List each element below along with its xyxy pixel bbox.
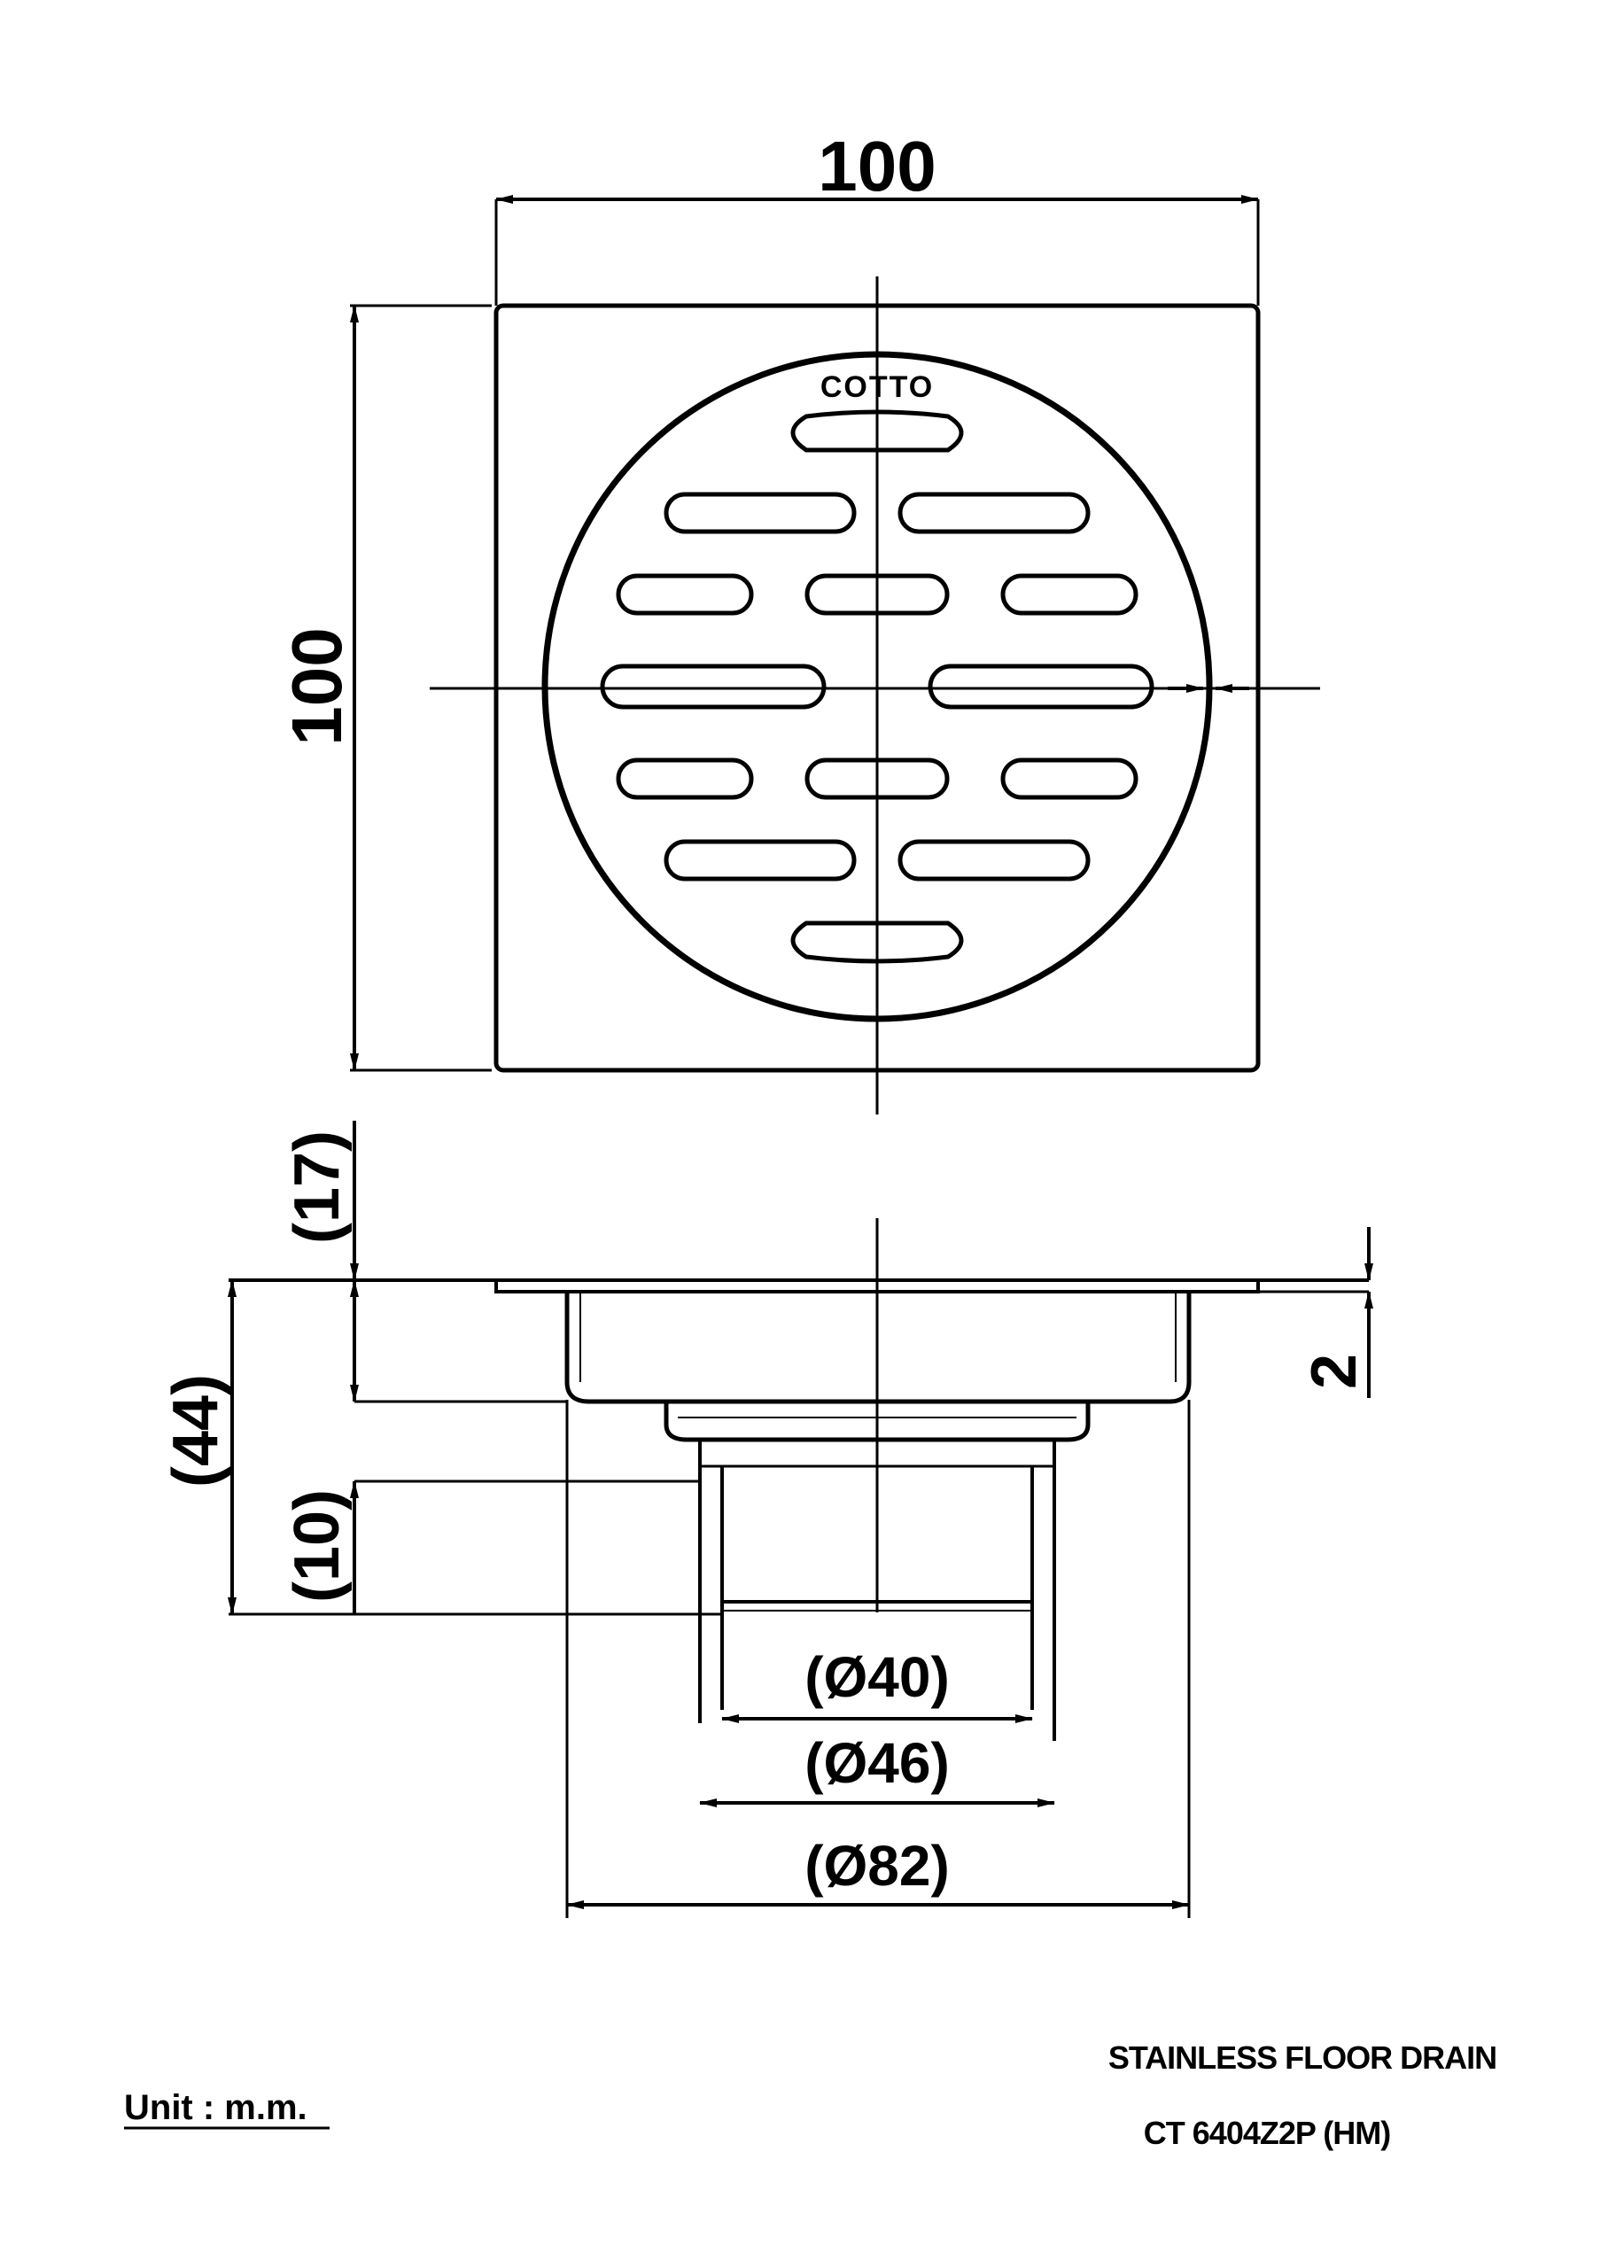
section-view: (17) (10) (44) 2 (Ø40) (Ø46) (Ø82) [160, 1121, 1373, 1918]
dia-82-label: (Ø82) [804, 1834, 950, 1898]
grate-slot [664, 492, 857, 534]
grate-slot [897, 492, 1091, 534]
plan-width-label: 100 [818, 127, 936, 206]
plan-height-label: 100 [277, 627, 356, 745]
grate-slot [600, 664, 827, 710]
unit-label: Unit : m.m. [124, 2088, 307, 2127]
grate-slot [928, 664, 1154, 710]
grate-slot [897, 839, 1091, 882]
dia-40-label: (Ø40) [804, 1645, 950, 1709]
product-name: STAINLESS FLOOR DRAIN [1108, 2039, 1496, 2076]
grate-slot [1000, 757, 1138, 800]
dim-2-label: 2 [1299, 1354, 1370, 1389]
trap-flange [664, 1402, 1091, 1442]
plate-body [494, 1280, 1260, 1293]
footer: Unit : m.m. STAINLESS FLOOR DRAIN CT 640… [124, 2039, 1497, 2151]
plan-view: 100 100 COTTO [277, 127, 1320, 1115]
dim-10-label: (10) [282, 1489, 353, 1603]
grate-slot [616, 757, 754, 800]
grate-slot [1000, 573, 1138, 616]
dia-46-label: (Ø46) [804, 1731, 950, 1795]
dim-17-label: (17) [282, 1130, 353, 1244]
dim-44-label: (44) [160, 1374, 231, 1487]
drain-body [564, 1292, 1192, 1404]
model-code: CT 6404Z2P (HM) [1144, 2115, 1390, 2151]
grate-slot [616, 573, 754, 616]
grate-slot [664, 839, 857, 882]
